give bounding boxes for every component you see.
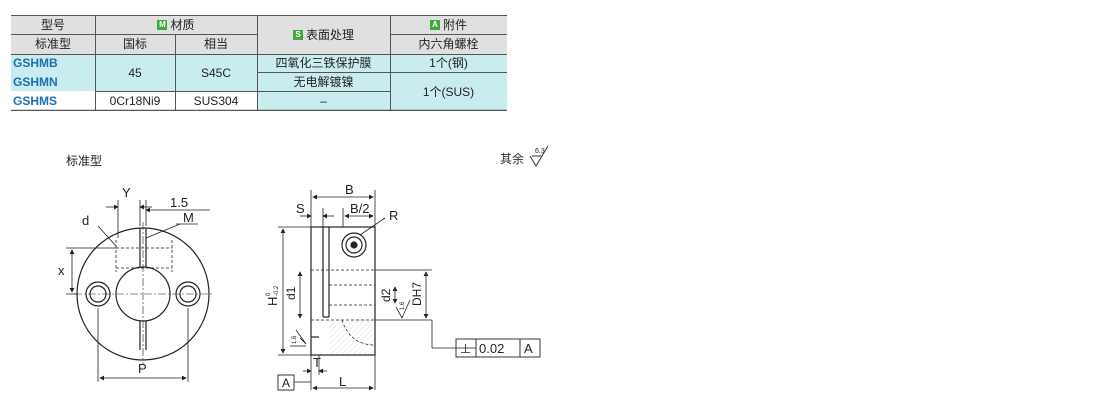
dim-H-tol-lower: -0.2 [274, 285, 280, 296]
dim-R: R [389, 208, 398, 223]
equiv-header: 相当 [175, 34, 257, 54]
dim-H-tol-upper: 0 [266, 292, 272, 296]
accessory-sub-header: 内六角螺栓 [390, 34, 507, 54]
roughness-value: 6.3 [535, 148, 545, 155]
tolerance-datum: A [524, 341, 533, 356]
dim-gap: 1.5 [170, 195, 188, 210]
dim-d: d [82, 213, 89, 228]
material-tag-icon: M [157, 19, 168, 30]
roughness-symbol-icon [529, 145, 549, 167]
gb-carbon: 45 [95, 54, 175, 91]
dim-x: x [58, 263, 65, 278]
surface-b: 四氧化三铁保护膜 [257, 54, 390, 72]
dim-P: P [138, 361, 147, 376]
roughness-mark-icon [290, 299, 411, 347]
dim-H: H [265, 297, 280, 306]
tolerance-frame [455, 338, 541, 358]
accessory-tag-icon: A [429, 19, 440, 30]
type-label: 型号 [40, 17, 65, 32]
bolt-steel: 1个(钢) [390, 54, 507, 72]
gb-stainless: 0Cr18Ni9 [109, 94, 161, 108]
dim-B2: B/2 [350, 201, 370, 216]
table-grid-lines [11, 15, 507, 111]
dim-Y: Y [122, 185, 131, 200]
gb-header: 国标 [95, 34, 175, 54]
datum-A: A [282, 376, 290, 390]
dim-M: M [183, 210, 194, 225]
surface-tag-icon: S [292, 29, 303, 40]
standard-type-header: 标准型 [11, 34, 95, 54]
code-gshmb: GSHMB [11, 54, 95, 72]
bolt-sus: 1个(SUS) [390, 72, 507, 111]
surface-label: 表面处理 [305, 27, 354, 42]
dim-T: T [313, 355, 321, 370]
roughness-note: 其余 [500, 152, 525, 166]
col-type-header: 型号 [11, 15, 95, 34]
front-view [74, 222, 212, 364]
tolerance-value: 0.02 [479, 341, 504, 356]
equiv-stainless: SUS304 [193, 94, 239, 108]
dim-d1: d1 [284, 286, 298, 300]
code-gshms: GSHMS [13, 94, 58, 108]
dim-B: B [345, 182, 354, 197]
rough-b: 1.6 [292, 335, 298, 344]
material-label: 材质 [170, 17, 195, 32]
surface-n: 无电解镀镍 [257, 72, 390, 91]
datum-box [277, 374, 295, 391]
dim-DH7: DH7 [410, 282, 424, 306]
dim-S: S [296, 201, 305, 216]
dim-L: L [339, 374, 346, 389]
accessory-label: 附件 [442, 17, 467, 32]
perpendicular-icon: ⊥ [460, 341, 471, 356]
equiv-carbon: S45C [175, 54, 257, 91]
surface-s: – [257, 91, 390, 111]
drawing-caption: 标准型 [66, 154, 103, 168]
code-gshmn: GSHMN [11, 72, 95, 91]
dim-d2: d2 [379, 288, 393, 302]
rough-a: 1.6 [400, 301, 406, 310]
side-hatch [329, 320, 375, 355]
